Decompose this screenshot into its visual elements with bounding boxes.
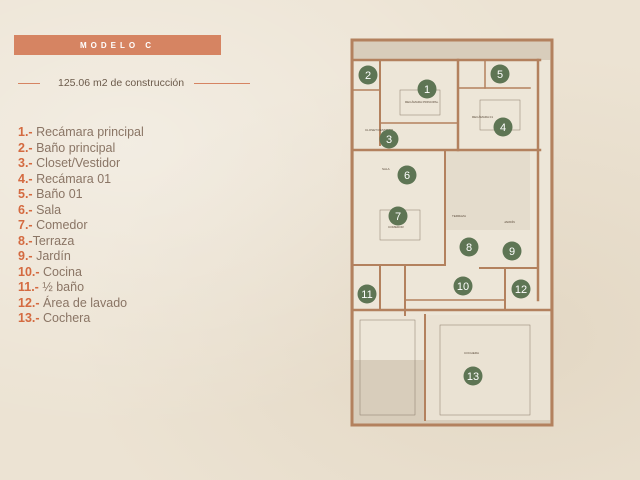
room-label-sala: SALA: [382, 167, 390, 171]
room-marker-number: 5: [497, 69, 503, 81]
room-marker-circle: [490, 64, 510, 84]
legend-label: Área de lavado: [39, 295, 128, 310]
room-marker: 10: [453, 276, 473, 296]
legend-label: Sala: [32, 202, 62, 217]
room-marker-circle: [511, 279, 531, 299]
room-marker-circle: [357, 284, 377, 304]
room-marker-number: 3: [386, 134, 392, 146]
room-marker-circle: [417, 79, 437, 99]
legend-item: 7.- Comedor: [18, 218, 144, 234]
room-marker: 2: [358, 65, 378, 85]
legend-label: Closet/Vestidor: [32, 156, 121, 170]
room-marker-circle: [453, 276, 473, 296]
room-marker: 7: [388, 206, 408, 226]
room-marker-number: 4: [500, 122, 506, 134]
room-marker: 9: [502, 241, 522, 261]
room-marker: 11: [357, 284, 377, 304]
legend-number: 3.-: [18, 156, 33, 170]
room-marker-number: 11: [361, 289, 372, 301]
legend-number: 2.-: [18, 140, 33, 155]
legend-item: 4.- Recámara 01: [18, 172, 144, 188]
model-banner: MODELO C: [14, 35, 221, 55]
room-marker-circle: [459, 237, 479, 257]
construction-area: 125.06 m2 de construcción: [18, 77, 250, 89]
legend-number: 12.-: [18, 295, 40, 310]
room-marker: 3: [379, 129, 399, 149]
room-marker: 4: [493, 117, 513, 137]
room-marker: 13: [463, 366, 483, 386]
legend-label: Baño 01: [32, 187, 83, 201]
garage-slab: [439, 324, 531, 416]
legend-item: 2.- Baño principal: [18, 141, 144, 157]
legend-number: 10.-: [18, 264, 40, 279]
room-marker-number: 2: [365, 70, 371, 82]
legend-label: ½ baño: [38, 280, 85, 294]
room-label-closet: CLOSET/VESTIDOR: [365, 128, 394, 132]
legend-number: 9.-: [18, 249, 33, 263]
area-rule-right: [194, 83, 250, 84]
room-marker: 8: [459, 237, 479, 257]
legend-number: 11.-: [18, 280, 39, 294]
room-marker-number: 1: [424, 84, 430, 96]
room-label-cochera: COCHERA: [464, 351, 479, 355]
room-marker-number: 12: [515, 284, 527, 296]
courtyard: [445, 150, 530, 230]
legend-number: 7.-: [18, 218, 33, 232]
room-marker-circle: [463, 366, 483, 386]
legend-label: Recámara 01: [32, 171, 112, 186]
room-label-terraza: TERRAZA: [452, 214, 466, 218]
room-marker: 12: [511, 279, 531, 299]
room-marker-number: 13: [467, 371, 479, 383]
legend-item: 6.- Sala: [18, 203, 144, 219]
legend-item: 8.-Terraza: [18, 234, 144, 250]
legend-item: 3.- Closet/Vestidor: [18, 156, 144, 172]
room-marker-circle: [397, 165, 417, 185]
room-marker-circle: [358, 65, 378, 85]
legend-label: Recámara principal: [32, 125, 144, 139]
legend-label: Cocina: [39, 264, 82, 279]
room-marker-circle: [388, 206, 408, 226]
room-marker: 6: [397, 165, 417, 185]
room-marker-circle: [502, 241, 522, 261]
legend-number: 4.-: [18, 171, 33, 186]
legend-number: 6.-: [18, 202, 33, 217]
legend-item: 5.- Baño 01: [18, 187, 144, 203]
room-marker: 5: [490, 64, 510, 84]
room-marker-circle: [493, 117, 513, 137]
room-label-recamara-principal: RECÁMARA PRINCIPAL: [405, 100, 439, 104]
legend-item: 11.- ½ baño: [18, 280, 144, 296]
legend-label: Jardín: [32, 249, 71, 263]
legend-label: Baño principal: [32, 140, 116, 155]
legend-number: 1.-: [18, 125, 33, 139]
room-marker-number: 9: [509, 246, 515, 258]
construction-area-text: 125.06 m2 de construcción: [58, 77, 185, 89]
room-marker-number: 7: [395, 211, 401, 223]
legend-label: Comedor: [32, 218, 88, 232]
entry-garden: [359, 319, 416, 416]
floor-plan: RECÁMARA PRINCIPAL RECÁMARA 01 CLOSET/VE…: [350, 38, 554, 427]
room-marker-number: 8: [466, 242, 472, 254]
outer-wall: [350, 38, 554, 427]
legend-item: 1.- Recámara principal: [18, 125, 144, 141]
room-marker-number: 10: [457, 281, 469, 293]
garage-floor: [425, 315, 550, 420]
legend-label: Cochera: [39, 311, 91, 325]
legend-item: 13.- Cochera: [18, 311, 144, 327]
legend-item: 9.- Jardín: [18, 249, 144, 265]
area-rule-left: [18, 83, 40, 84]
room-marker-circle: [379, 129, 399, 149]
room-label-jardin: JARDÍN: [504, 220, 515, 224]
legend-number: 13.-: [18, 311, 40, 325]
room-marker-number: 6: [404, 170, 410, 182]
legend-label: Terraza: [32, 233, 75, 248]
room-label-recamara-01: RECÁMARA 01: [472, 115, 493, 119]
legend-number: 8.-: [18, 233, 33, 248]
legend-item: 10.- Cocina: [18, 265, 144, 281]
legend-item: 12.- Área de lavado: [18, 296, 144, 312]
room-label-comedor: COMEDOR: [388, 225, 405, 229]
room-marker: 1: [417, 79, 437, 99]
legend-number: 5.-: [18, 187, 33, 201]
